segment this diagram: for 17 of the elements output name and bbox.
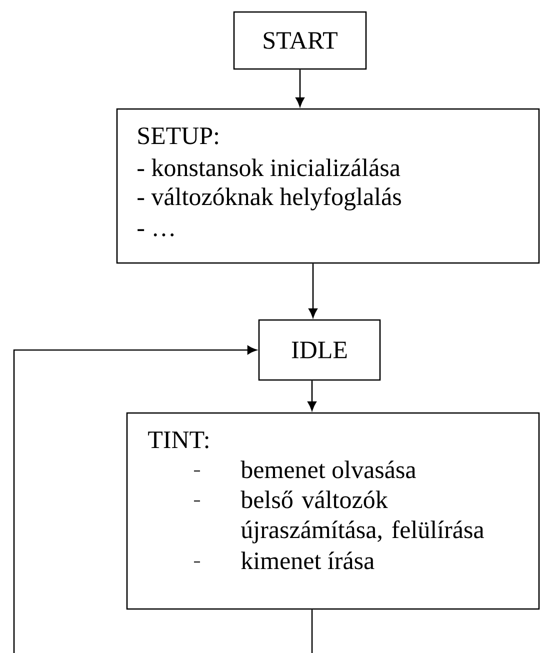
arrow [13,346,257,653]
arrow [296,70,304,107]
arrow [308,380,316,411]
process-box [126,412,540,610]
process-box [116,108,540,264]
label-text: IDLE [292,342,347,358]
process-box [258,319,381,381]
list-item: - változóknak helyfoglalás [138,187,401,210]
list-item: - … [138,229,174,236]
arrow [308,264,318,318]
heading: SETUP: [138,127,218,144]
label-text: START [264,32,338,49]
list-item: - konstansok inicializálása [138,158,400,176]
process-box [233,11,367,70]
list-item: bemenet olvasása [240,460,416,478]
heading: TINT: [148,432,208,448]
list-item: kimenet írása [241,552,374,570]
